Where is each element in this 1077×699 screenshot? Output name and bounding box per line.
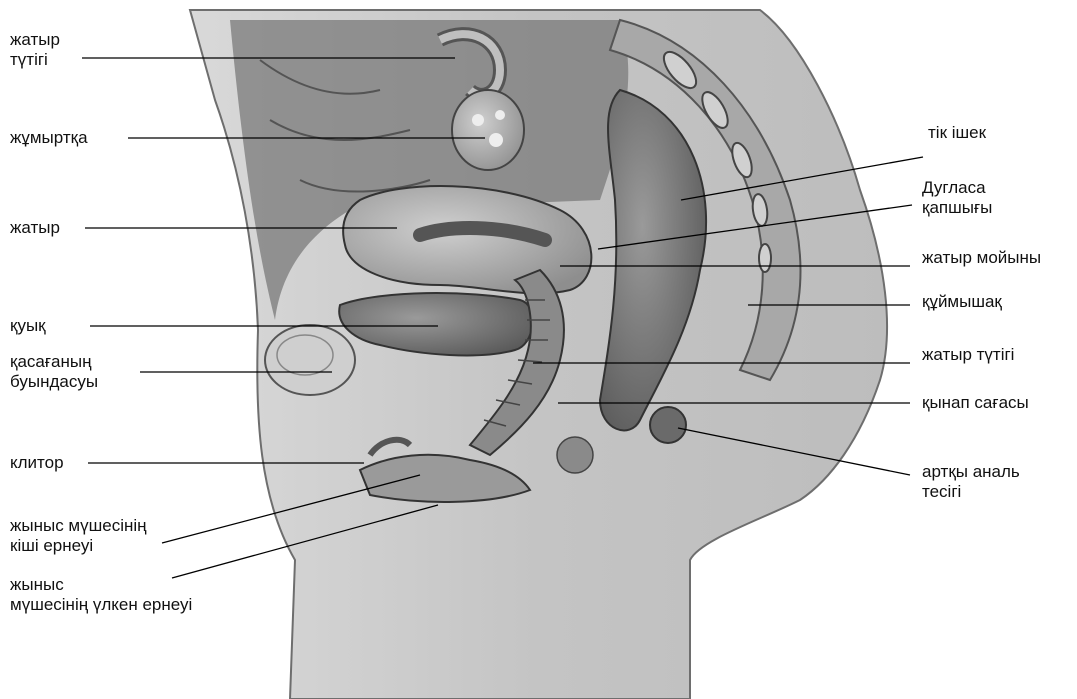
label-fallopian-tube-right: жатыр түтігі: [922, 345, 1014, 365]
label-line: түтігі: [10, 50, 60, 70]
label-line: клитор: [10, 453, 64, 473]
label-clitoris: клитор: [10, 453, 64, 473]
ovary-shape: [452, 90, 524, 170]
label-vaginal-orifice: қынап сағасы: [922, 393, 1029, 413]
label-line: жатыр мойыны: [922, 248, 1041, 268]
label-line: жыныс мүшесінің: [10, 516, 147, 536]
label-line: қуық: [10, 316, 46, 336]
label-line: тесігі: [922, 482, 1020, 502]
label-line: жұмыртқа: [10, 128, 88, 148]
label-uterus: жатыр: [10, 218, 60, 238]
label-line: мүшесінің үлкен ернеуі: [10, 595, 192, 615]
label-sacrum: құймышақ: [922, 292, 1002, 312]
label-line: жатыр түтігі: [922, 345, 1014, 365]
label-line: қапшығы: [922, 198, 992, 218]
anus-shape: [650, 407, 686, 443]
label-line: жыныс: [10, 575, 192, 595]
label-line: артқы аналь: [922, 462, 1020, 482]
label-douglas-pouch: Дугласа қапшығы: [922, 178, 992, 218]
label-labia-majora: жыныс мүшесінің үлкен ернеуі: [10, 575, 192, 615]
label-line: жатыр: [10, 218, 60, 238]
label-labia-minora: жыныс мүшесінің кіші ернеуі: [10, 516, 147, 556]
label-fallopian-tube-top: жатыр түтігі: [10, 30, 60, 70]
label-ovary: жұмыртқа: [10, 128, 88, 148]
label-line: кіші ернеуі: [10, 536, 147, 556]
label-rectum: тік ішек: [928, 123, 986, 143]
label-line: тік ішек: [928, 123, 986, 143]
label-line: буындасуы: [10, 372, 98, 392]
label-line: қасағаның: [10, 352, 98, 372]
label-line: құймышақ: [922, 292, 1002, 312]
label-bladder: қуық: [10, 316, 46, 336]
label-anus: артқы аналь тесігі: [922, 462, 1020, 502]
label-line: Дугласа: [922, 178, 992, 198]
label-pubic-symphysis: қасағаның буындасуы: [10, 352, 98, 392]
label-cervix: жатыр мойыны: [922, 248, 1041, 268]
label-line: жатыр: [10, 30, 60, 50]
label-line: қынап сағасы: [922, 393, 1029, 413]
